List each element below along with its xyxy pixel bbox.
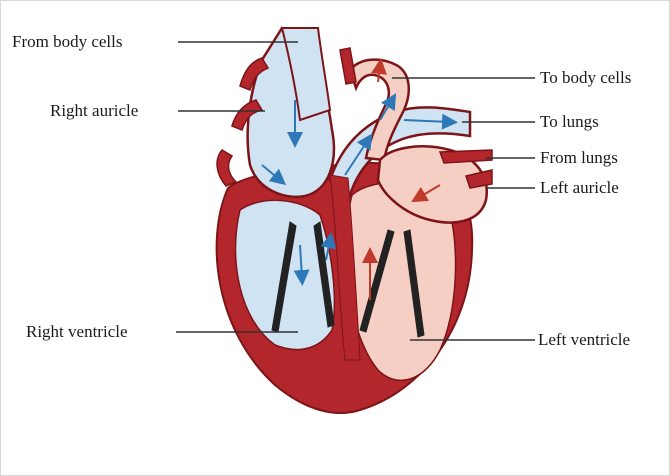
vessel-branch-3 [340,48,356,84]
label-to-lungs: To lungs [540,112,599,131]
pulmonary-vein-upper [440,150,492,163]
label-left-ventricle: Left ventricle [538,330,630,349]
label-from-body-cells: From body cells [12,32,123,51]
label-right-ventricle: Right ventricle [26,322,128,341]
label-from-lungs: From lungs [540,148,618,167]
label-left-auricle: Left auricle [540,178,619,197]
vessel-branch-4 [217,150,236,186]
label-to-body-cells: To body cells [540,68,631,87]
label-right-auricle: Right auricle [50,101,138,120]
